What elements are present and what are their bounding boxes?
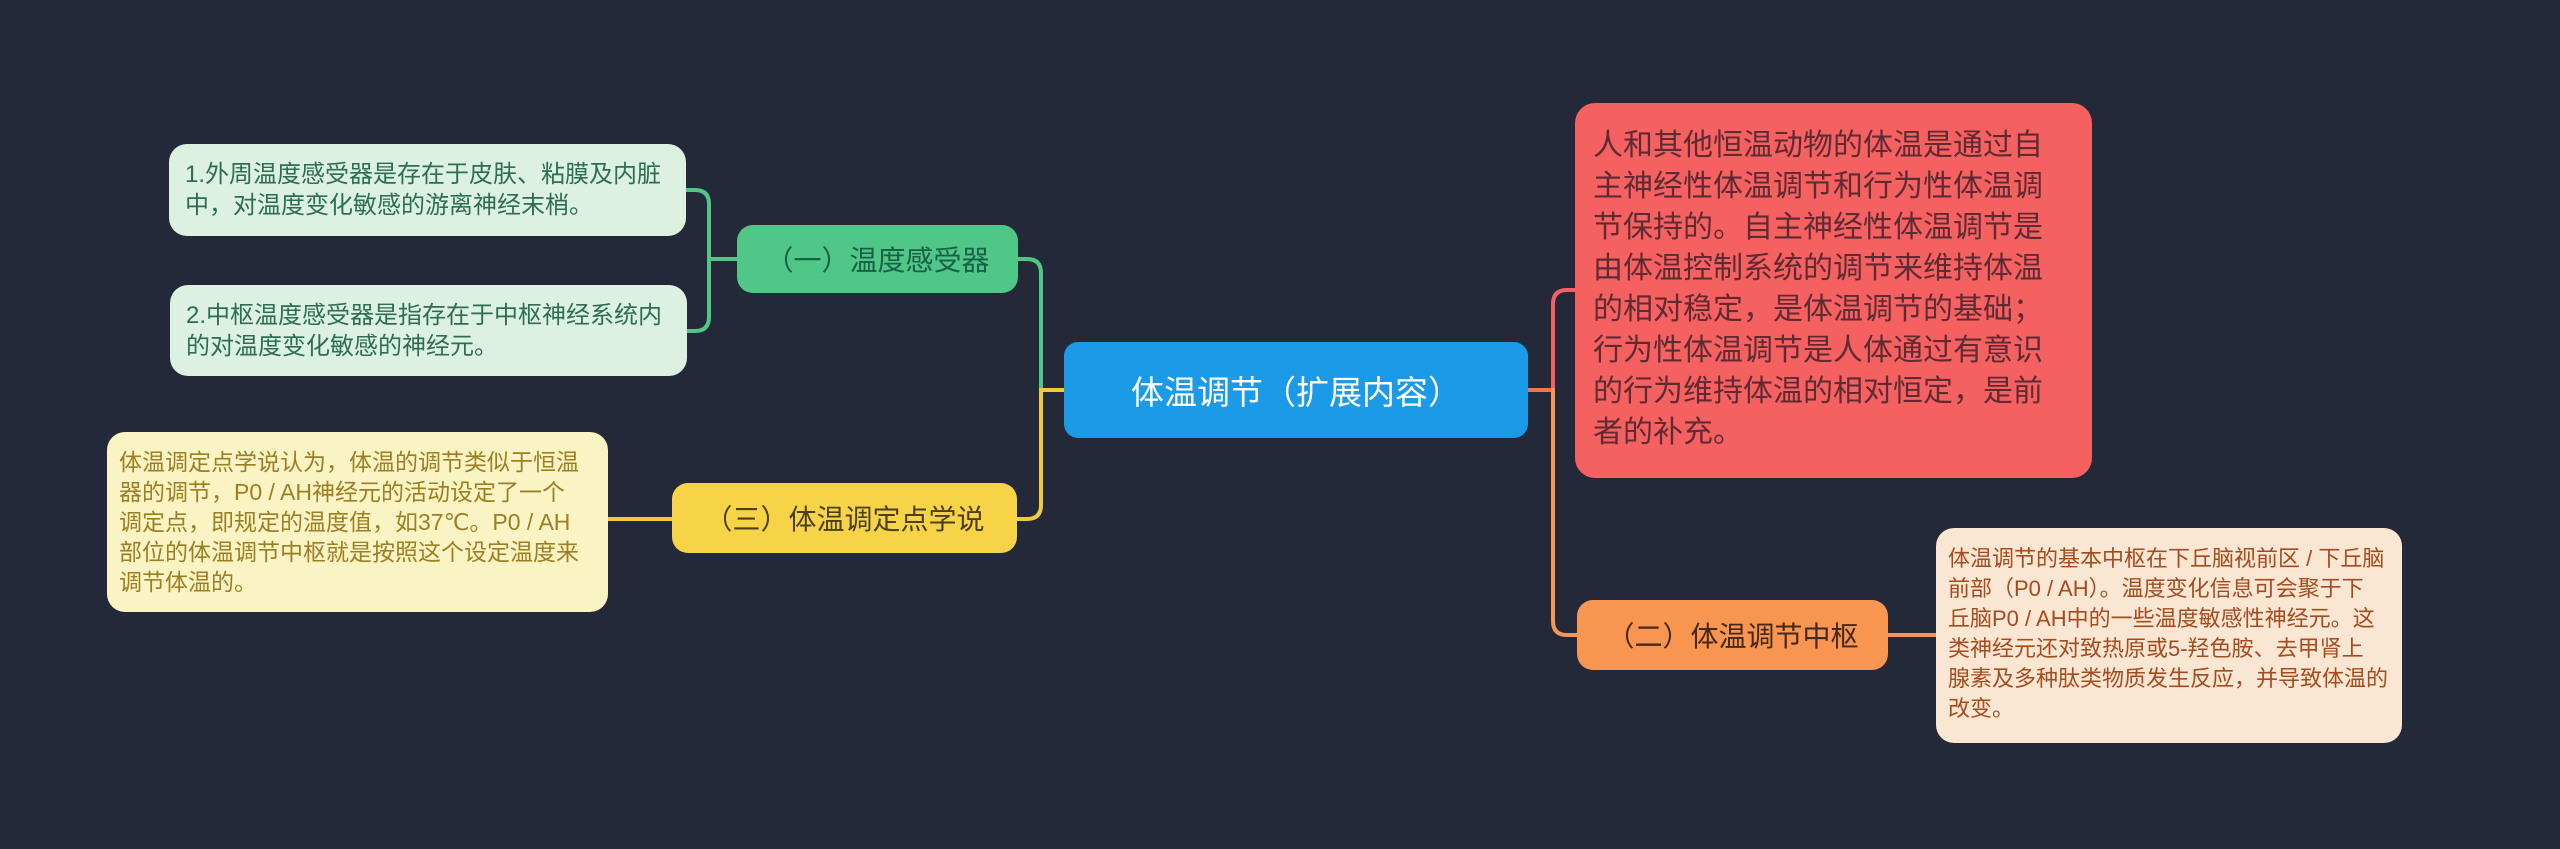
- note-regulation-overview[interactable]: 人和其他恒温动物的体温是通过自 主神经性体温调节和行为性体温调 节保持的。自主神…: [1575, 103, 2092, 478]
- root-node[interactable]: 体温调节（扩展内容）: [1064, 342, 1528, 438]
- note-central-receptor[interactable]: 2.中枢温度感受器是指存在于中枢神经系统内 的对温度变化敏感的神经元。: [170, 285, 687, 376]
- connector-root-to-overview-note: [1551, 288, 1575, 392]
- topic-node-regulation-center[interactable]: （二）体温调节中枢: [1577, 600, 1888, 670]
- note-peripheral-receptor[interactable]: 1.外周温度感受器是存在于皮肤、粘膜及内脏 中，对温度变化敏感的游离神经末梢。: [169, 144, 686, 236]
- topic-node-setpoint[interactable]: （三）体温调定点学说: [672, 483, 1017, 553]
- note-regulation-center-detail[interactable]: 体温调节的基本中枢在下丘脑视前区 / 下丘脑 前部（P0 / AH）。温度变化信…: [1936, 528, 2402, 743]
- connector-receptor-to-root: [1018, 257, 1043, 389]
- connector-receptor-notes-trunk: [686, 188, 711, 333]
- connector-root-to-center: [1551, 388, 1577, 637]
- note-setpoint-theory[interactable]: 体温调定点学说认为，体温的调节类似于恒温 器的调节，P0 / AH神经元的活动设…: [107, 432, 608, 612]
- topic-node-receptors[interactable]: （一）温度感受器: [737, 225, 1018, 293]
- connector-setpoint-to-root: [1017, 388, 1043, 521]
